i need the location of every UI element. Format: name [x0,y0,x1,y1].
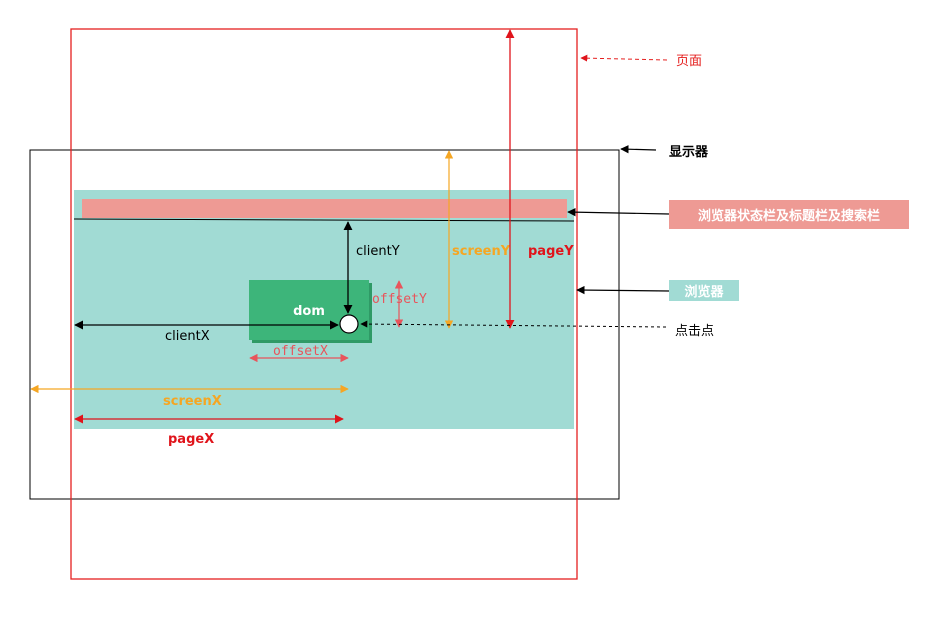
statusbar-bottom-line [73,218,575,222]
monitor-pointer [620,145,657,154]
page-legend-label: 页面 [676,54,702,69]
statusbar-legend-label: 浏览器状态栏及标题栏及搜索栏 [698,208,880,224]
clientY-label: clientY [356,244,400,259]
page-frame [70,28,578,580]
browser-legend-box [669,280,739,301]
pageY-label: pageY [528,244,574,259]
browser-statusbar [82,199,567,218]
pageX-label: pageX [168,432,214,447]
statusbar-legend-box [669,200,909,229]
page-pointer [580,54,668,62]
browser-pointer [576,285,670,295]
clientX-label: clientX [165,329,210,344]
offsetX-label: offsetX [273,344,328,359]
screenY-label: screenY [452,244,511,259]
click-point-pointer [360,320,667,328]
click-point [339,314,359,334]
dom-label: dom [293,304,325,319]
statusbar-pointer [567,207,670,217]
click-point-label: 点击点 [675,324,714,339]
screenX-label: screenX [163,394,222,409]
browser-legend-label: 浏览器 [684,284,724,300]
monitor-legend-label: 显示器 [669,145,709,160]
offsetY-label: offsetY [372,292,427,307]
monitor-frame [29,149,620,500]
